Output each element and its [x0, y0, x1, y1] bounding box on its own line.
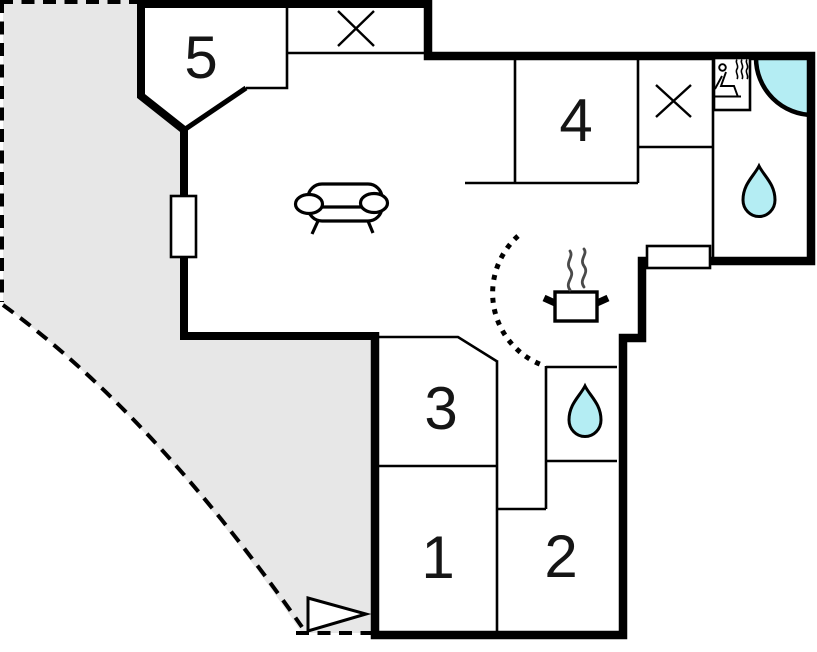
window-left-wall: [169, 194, 198, 259]
shower-water-fill: [756, 58, 813, 115]
terrace-dashed-border: [0, 0, 374, 635]
water-drop-icon-wc: [567, 382, 603, 438]
room-label-2: 2: [544, 523, 577, 590]
steam-icon: [566, 247, 588, 292]
sofa-icon: [293, 182, 390, 235]
room-label-5: 5: [184, 24, 217, 91]
room5-alcove-wall: [182, 85, 248, 133]
exterior-walls: [137, 0, 816, 640]
shower-corner-icon: [753, 57, 814, 118]
terrace-area: [0, 0, 377, 633]
cooking-pot-icon: [542, 247, 610, 323]
exterior-wall-left-section: [137, 0, 432, 340]
sauna-person-arm: [714, 75, 723, 90]
sauna-steam: [735, 58, 749, 80]
sauna-person-body: [719, 71, 739, 98]
sauna-icon: [712, 56, 752, 112]
room-labels: 5 4 3 1 2: [184, 24, 592, 591]
window-x-icon-right: [655, 84, 692, 118]
window-kitchen-wall: [645, 244, 712, 270]
entrance-arrow-icon: [306, 596, 372, 634]
room-label-1: 1: [421, 524, 454, 591]
exterior-wall-right-section: [370, 0, 816, 640]
pot-handles: [542, 294, 610, 307]
window-x-icon-top: [337, 10, 375, 47]
water-drop-icon-bathroom: [741, 162, 777, 218]
room-label-4: 4: [559, 87, 592, 154]
door-swing-arc: [490, 234, 543, 368]
room-label-3: 3: [424, 375, 457, 442]
sauna-person-head: [718, 63, 727, 72]
